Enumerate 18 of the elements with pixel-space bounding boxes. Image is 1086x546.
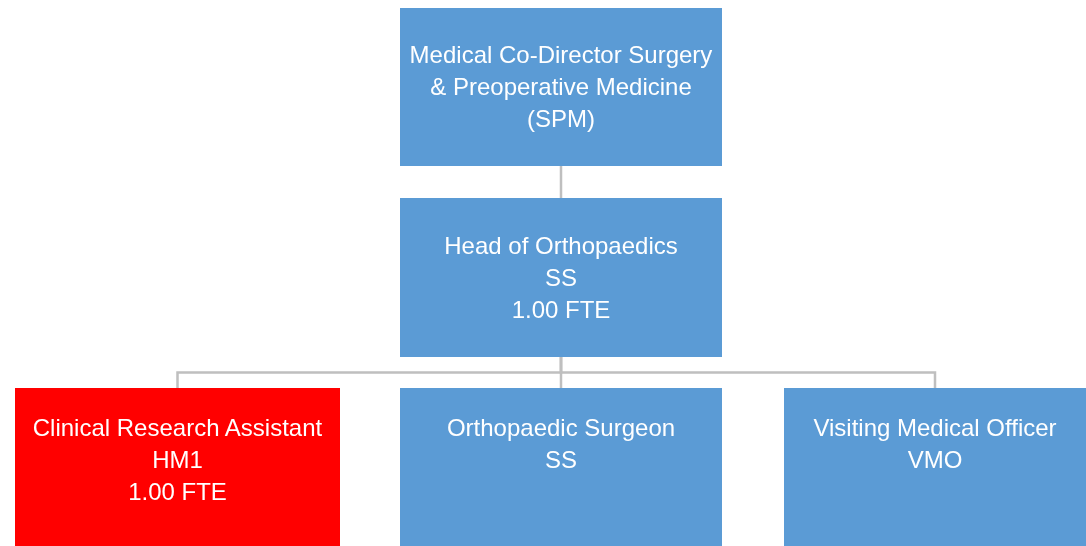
- connector-line: [559, 166, 563, 198]
- role-detail: HM1: [152, 445, 203, 475]
- role-detail: 1.00 FTE: [511, 294, 611, 325]
- org-box: [784, 388, 1086, 546]
- role-title: Clinical Research Assistant: [32, 413, 323, 443]
- org-box: [400, 198, 722, 357]
- role-title: Medical Co-Director Surgery & Preoperative Medicine (SPM): [408, 40, 714, 134]
- connector-line: [559, 357, 937, 388]
- role-detail: SS: [545, 262, 577, 293]
- role-detail: VMO: [907, 445, 963, 475]
- org-box: [400, 388, 722, 546]
- role-detail: 1.00 FTE: [128, 477, 227, 507]
- role-title: Head of Orthopaedics: [444, 230, 678, 261]
- org-box: [15, 388, 340, 546]
- role-title: Orthopaedic Surgeon: [446, 413, 676, 443]
- role-title: Visiting Medical Officer: [813, 413, 1057, 443]
- org-box: [400, 8, 722, 166]
- role-detail: SS: [545, 445, 577, 475]
